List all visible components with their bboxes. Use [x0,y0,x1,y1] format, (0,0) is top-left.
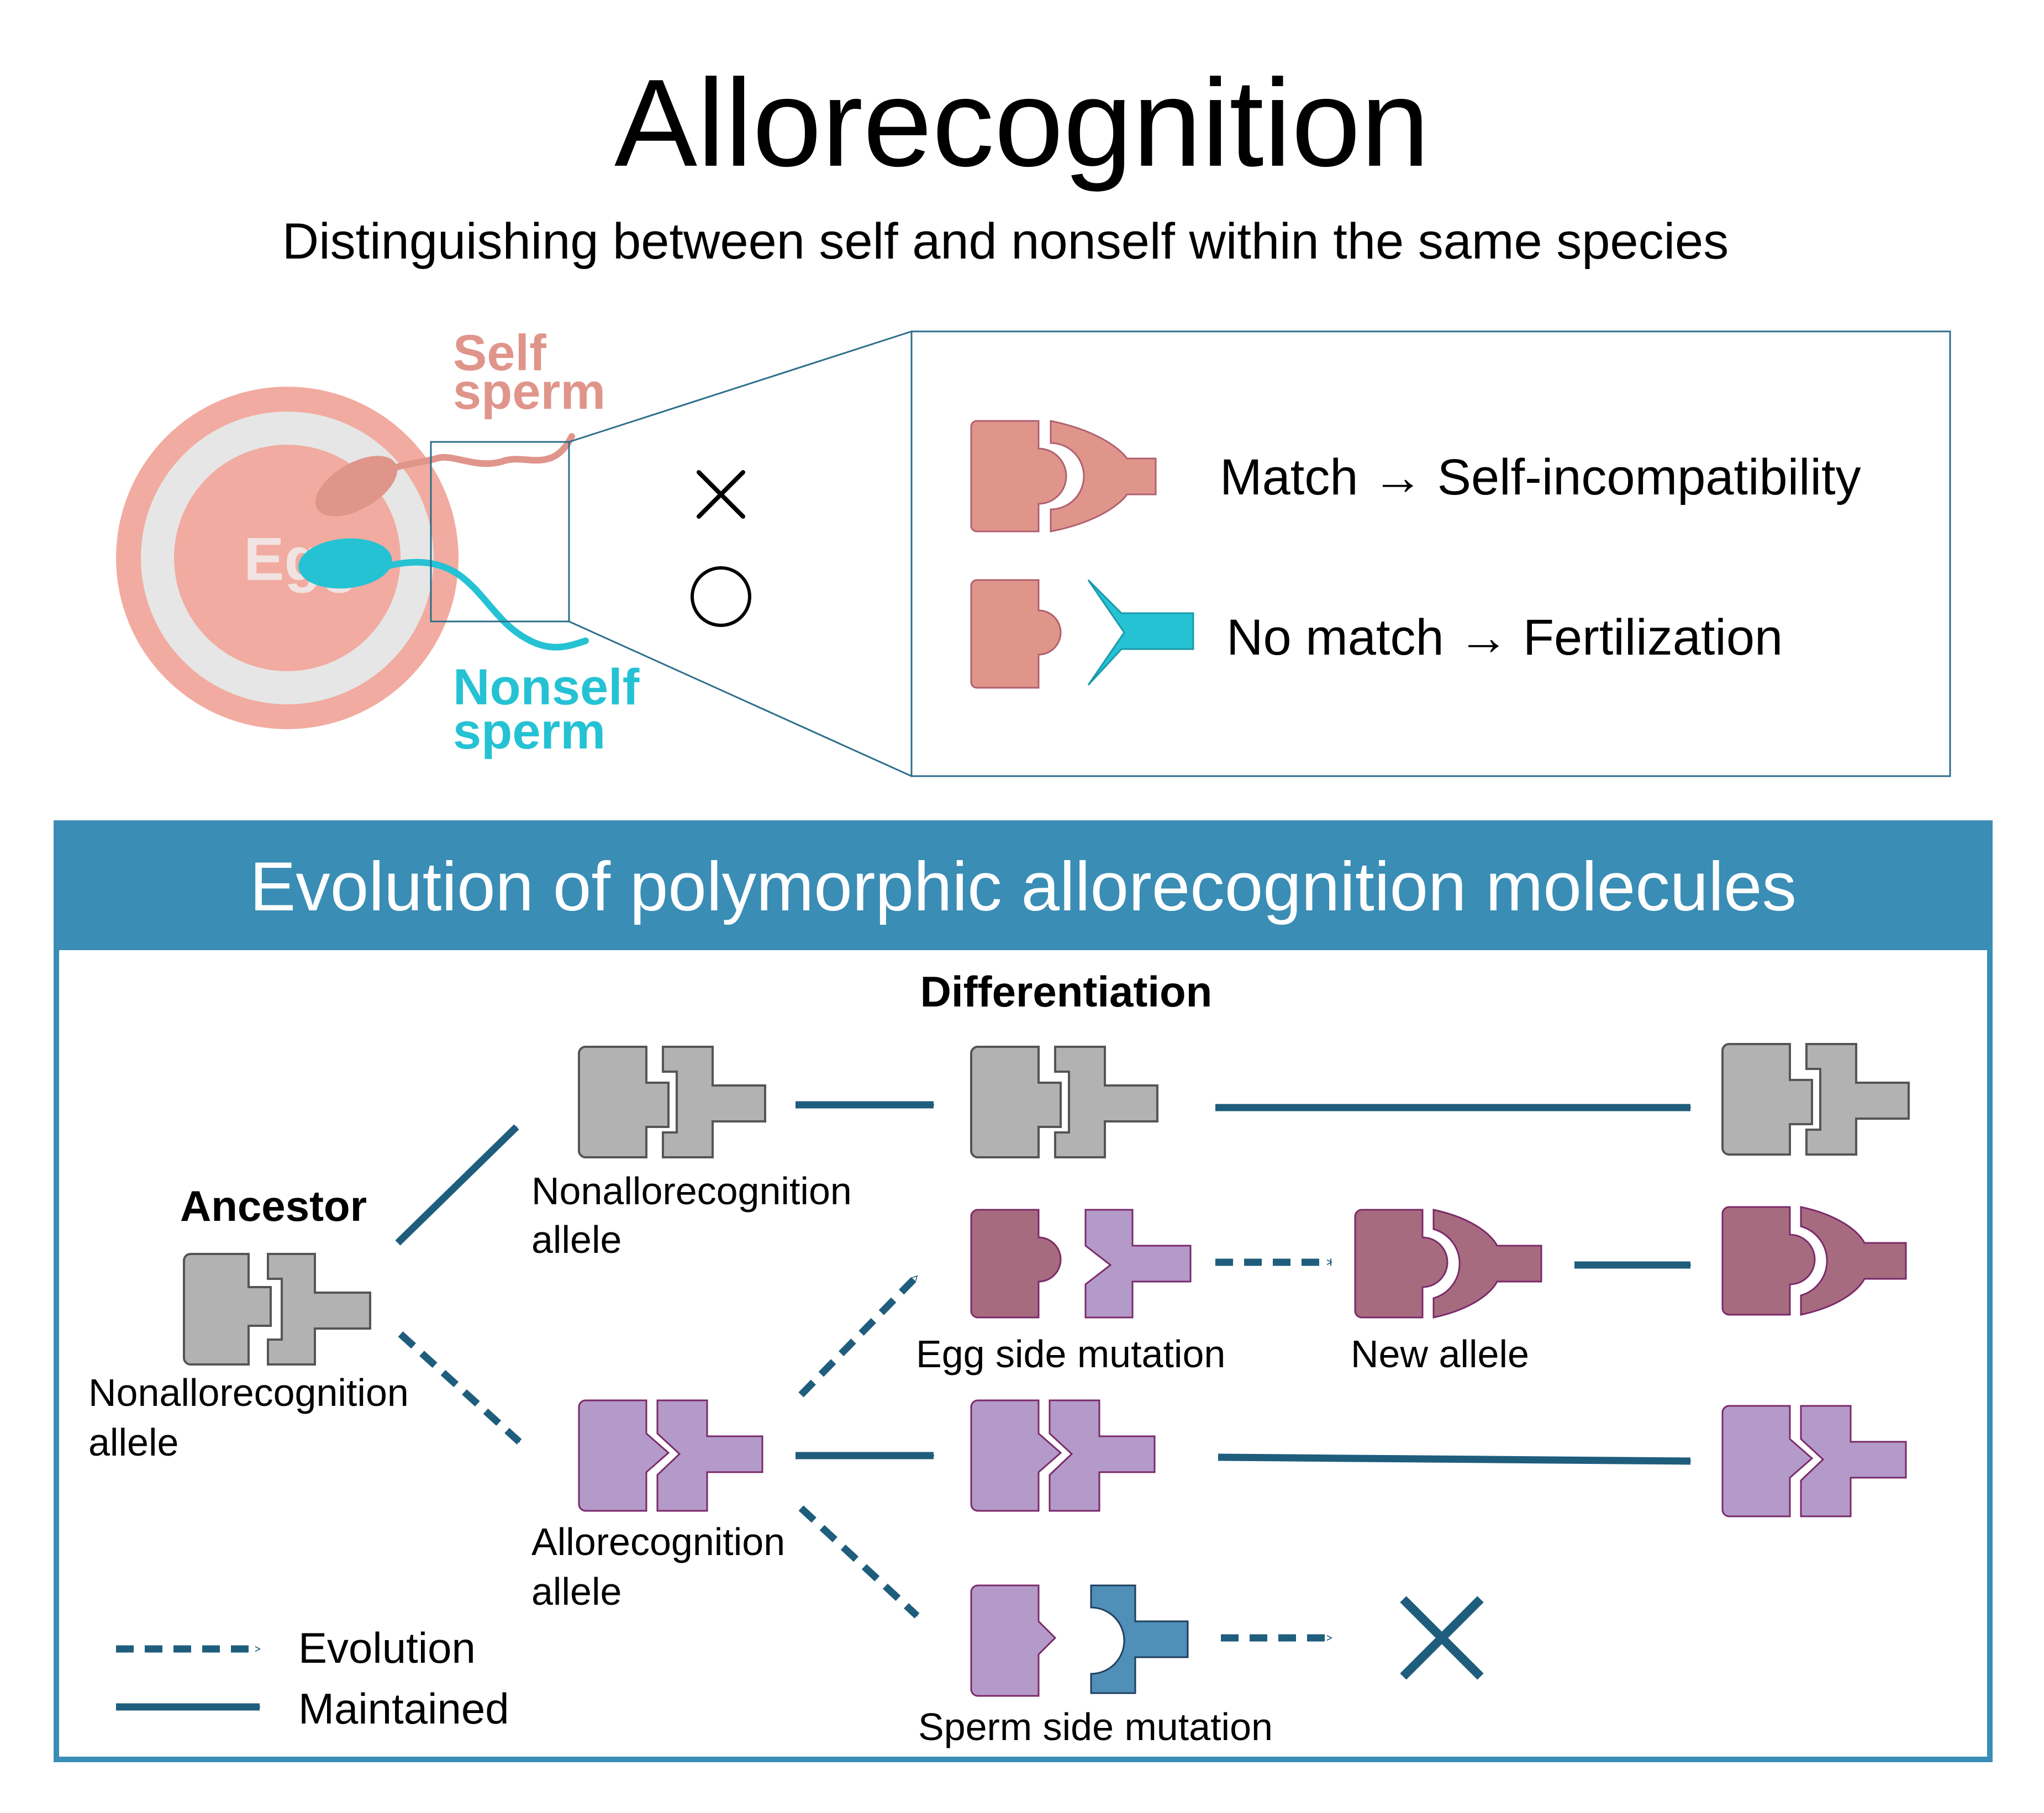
zoom-line-bottom [568,620,912,777]
evolution-header: Evolution of polymorphic allorecognition… [250,848,1797,925]
allo-allele-label-2: allele [531,1570,621,1613]
zoom-line-top [568,330,912,443]
ancestor-nonallo-label-1: Nonallorecognition [88,1371,409,1414]
nonself-sperm-label-1: Nonself [453,659,640,715]
legend-evolution-label: Evolution [298,1624,476,1672]
self-sperm-label-2: sperm [453,363,605,420]
egg-side-mutation-pair [970,1209,1192,1319]
ancestor-nonallo-label-2: allele [88,1421,178,1464]
nomatch-text: No match → Fertilization [1226,609,1783,666]
nonself-sperm [298,538,589,651]
sperm-side-mutation-pair [970,1584,1189,1697]
detail-box [910,330,1951,777]
evolution-header-bar [56,823,1990,950]
arrow-allo-stage2-to-final [1218,1453,1692,1465]
cross-mark [697,470,745,519]
arrow-allo-to-sperm-mutation [798,1505,920,1619]
allo-molecule-pair-stage1 [578,1399,763,1512]
new-allele-label: New allele [1351,1332,1529,1375]
page-title: Allorecognition [614,53,1430,192]
nonallo-allele-label-2: allele [531,1218,621,1261]
self-sperm [315,433,575,517]
self-sperm-label-1: Self [453,325,546,381]
ancestor-label: Ancestor [180,1182,367,1230]
egg-side-mutation-label: Egg side mutation [916,1332,1225,1375]
nonallo-molecule-pair-final [1721,1043,1910,1156]
arrows [116,1101,1692,1711]
allo-molecule-pair-stage2 [970,1399,1156,1512]
new-allele-pair-final [1721,1206,1907,1316]
legend-maintained-label: Maintained [298,1684,509,1733]
new-allele-pair [1354,1209,1542,1319]
dead-end-x-mark [1400,1596,1484,1680]
nomatch-molecule-pair [970,579,1194,689]
page-subtitle: Distinguishing between self and nonself … [282,213,1729,270]
ancestor-molecule-pair [183,1253,371,1366]
nonallo-allele-label-1: Nonallorecognition [531,1169,852,1213]
zoom-box [430,441,570,623]
nonself-sperm-label-2: sperm [453,703,605,760]
match-text: Match → Self-incompatibility [1220,449,1861,505]
match-molecule-pair [970,420,1157,533]
allo-molecule-pair-final [1721,1405,1907,1517]
arrow-ancestor-to-nonallo [395,1124,519,1246]
differentiation-label: Differentiation [920,967,1213,1016]
nonallo-molecule-pair-stage2 [970,1046,1158,1158]
circle-mark [691,566,751,627]
allo-allele-label-1: Allorecognition [531,1520,785,1563]
sperm-side-mutation-label: Sperm side mutation [918,1705,1273,1748]
nonallo-molecule-pair-stage1 [578,1046,766,1158]
